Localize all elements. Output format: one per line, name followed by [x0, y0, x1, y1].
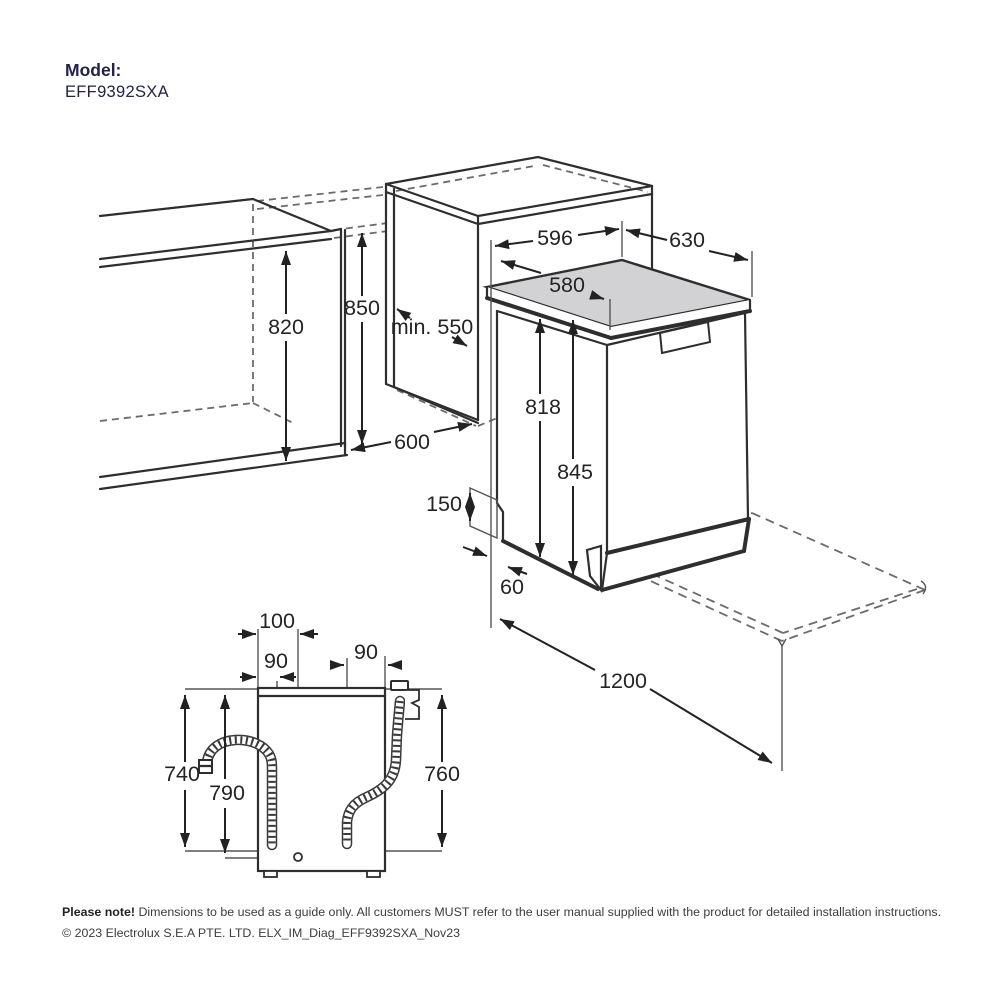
- footer-copyright: © 2023 Electrolux S.E.A PTE. LTD. ELX_IM…: [62, 926, 461, 941]
- drain-outlet-point: [293, 852, 303, 862]
- drain-hose: [197, 734, 278, 851]
- niche-cabinet: [384, 155, 654, 427]
- footer-note: Please note! Dimensions to be used as a …: [62, 902, 942, 923]
- foot-right: [366, 870, 381, 878]
- dim-drain-outlet-offset: 100: [259, 609, 295, 633]
- dim-drain-hose-offset: 90: [264, 649, 288, 673]
- dim-depth: 630: [669, 228, 705, 252]
- dim-height-with-worktop: 845: [557, 460, 593, 484]
- dim-top-depth: 580: [549, 273, 585, 297]
- dim-height-without-worktop: 818: [525, 395, 561, 419]
- dim-drain-hose-height: 740: [164, 762, 200, 786]
- model-label: Model:: [65, 60, 122, 80]
- footer-note-text: Dimensions to be used as a guide only. A…: [135, 905, 942, 919]
- footer-note-label: Please note!: [62, 905, 135, 919]
- door-swing-tick: [920, 580, 927, 595]
- model-header: Model: EFF9392SXA: [65, 60, 169, 103]
- dim-top-width: 596: [537, 226, 573, 250]
- hose-diagram: 100 90 90 740 790 760: [164, 609, 460, 878]
- dim-plinth-recess: 60: [500, 575, 524, 599]
- plinth: [602, 519, 749, 590]
- inlet-bracket: [405, 689, 420, 720]
- door-handle-recess: [658, 320, 712, 355]
- footer: Please note! Dimensions to be used as a …: [62, 902, 942, 944]
- inlet-tap-connector: [390, 680, 409, 691]
- foot-left: [263, 870, 278, 878]
- kitchen-counter: [98, 186, 389, 491]
- dim-worktop-height: 850: [344, 296, 380, 320]
- dim-cabinet-opening-height: 820: [268, 315, 304, 339]
- dishwasher: [482, 258, 752, 594]
- dim-drain-outlet-height: 790: [209, 781, 245, 805]
- dim-niche-depth: min. 550: [391, 315, 474, 339]
- installation-dimensions: 596 630 580 820 850 min. 550 600 818: [268, 226, 773, 764]
- dim-door-open-clearance: 1200: [599, 669, 647, 693]
- front-foot: [585, 544, 603, 594]
- dim-cabinet-width: 600: [394, 430, 430, 454]
- dim-plinth-height: 150: [426, 492, 462, 516]
- dim-inlet-hose-offset: 90: [354, 640, 378, 664]
- plinth-plane: [469, 486, 498, 540]
- model-number: EFF9392SXA: [65, 82, 169, 101]
- dim-inlet-hose-height: 760: [424, 762, 460, 786]
- extension-lines: [469, 221, 787, 771]
- inlet-hose: [341, 680, 420, 850]
